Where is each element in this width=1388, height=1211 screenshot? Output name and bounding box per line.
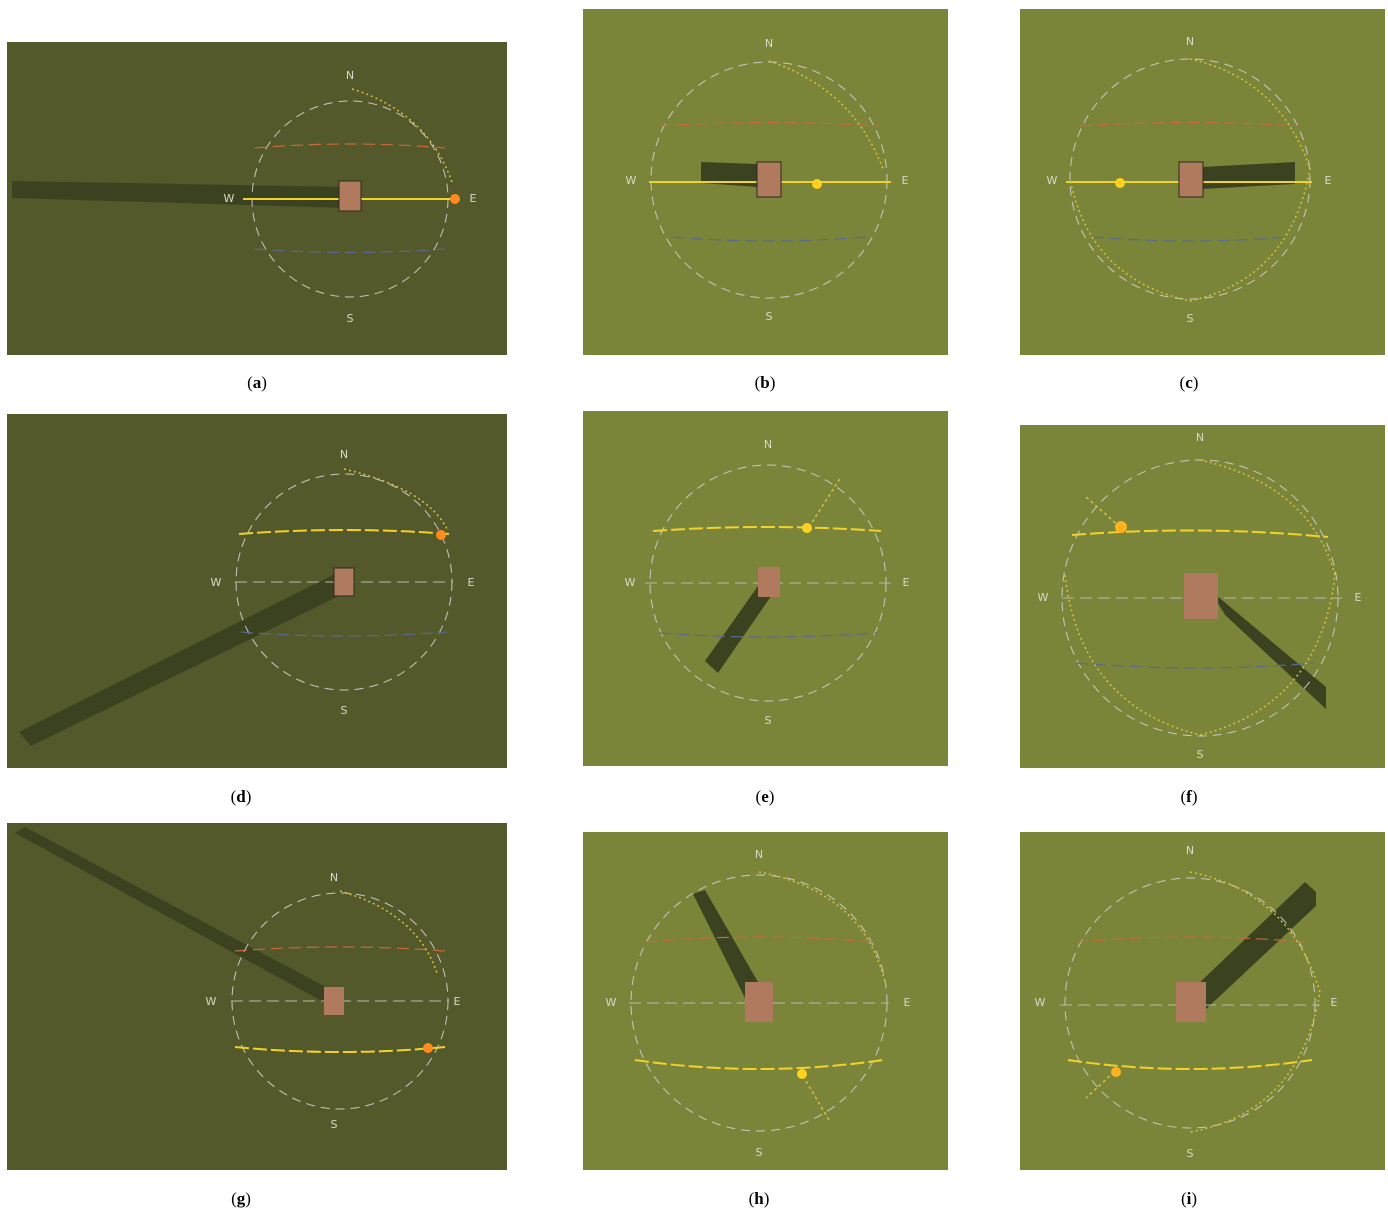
panel-d: N S E W [7, 414, 507, 768]
sun-icon [797, 1069, 807, 1079]
sun-path-diagram-b: N S E W [583, 9, 948, 355]
sun-icon [1111, 1067, 1121, 1077]
building-a [339, 181, 361, 211]
building-c [1179, 162, 1203, 197]
building-h [745, 982, 773, 1022]
building-i [1176, 982, 1206, 1022]
sun-icon [1115, 178, 1125, 188]
compass-s-c: S [1187, 312, 1194, 325]
panel-f: N S E W [1020, 425, 1385, 768]
caption-a: (a) [207, 373, 307, 393]
compass-s-f: S [1197, 748, 1204, 761]
compass-s-e: S [765, 714, 772, 727]
compass-e-g: E [454, 995, 461, 1008]
compass-w-g: W [206, 995, 217, 1008]
sun-icon [1115, 521, 1127, 533]
compass-s-d: S [341, 704, 348, 717]
compass-w-f: W [1038, 591, 1049, 604]
compass-n-h: N [755, 848, 763, 861]
compass-n-c: N [1186, 35, 1194, 48]
caption-e: (e) [715, 787, 815, 807]
compass-e-e: E [903, 576, 910, 589]
sun-path-diagram-c: N S E W [1020, 9, 1385, 355]
caption-g: (g) [191, 1189, 291, 1209]
panel-g: N S E W [7, 823, 507, 1170]
caption-h: (h) [709, 1189, 809, 1209]
building-d [334, 568, 354, 596]
building-g [324, 987, 344, 1015]
panel-a: N S E W [7, 42, 507, 355]
sun-path-diagram-d: N S E W [7, 414, 507, 768]
compass-s-h: S [756, 1146, 763, 1159]
caption-d: (d) [191, 787, 291, 807]
compass-w-c: W [1047, 174, 1058, 187]
compass-s-a: S [347, 312, 354, 325]
compass-n-b: N [765, 37, 773, 50]
compass-e-a: E [470, 192, 477, 205]
compass-n-e: N [764, 438, 772, 451]
compass-e-c: E [1325, 174, 1332, 187]
sun-path-diagram-h: N S E W [583, 832, 948, 1170]
compass-w-b: W [626, 174, 637, 187]
sun-path-diagram-i: N S E W [1020, 832, 1385, 1170]
compass-e-d: E [468, 576, 475, 589]
caption-f: (f) [1139, 787, 1239, 807]
sun-icon [436, 530, 446, 540]
panel-h: N S E W [583, 832, 948, 1170]
sun-icon [802, 523, 812, 533]
compass-e-b: E [902, 174, 909, 187]
panel-i: N S E W [1020, 832, 1385, 1170]
compass-n-i: N [1186, 844, 1194, 857]
compass-e-h: E [904, 996, 911, 1009]
compass-n-a: N [346, 69, 354, 82]
compass-w-i: W [1035, 996, 1046, 1009]
compass-n-g: N [330, 871, 338, 884]
compass-w-h: W [606, 996, 617, 1009]
compass-w-a: W [224, 192, 235, 205]
caption-i: (i) [1139, 1189, 1239, 1209]
building-f [1184, 573, 1218, 619]
compass-s-g: S [331, 1118, 338, 1131]
shadow-b [701, 162, 758, 187]
building-e [758, 567, 780, 597]
sun-path-diagram-a: N S E W [7, 42, 507, 355]
sun-icon [423, 1043, 433, 1053]
sun-icon [450, 194, 460, 204]
compass-s-b: S [766, 310, 773, 323]
ground-g [7, 823, 507, 1170]
sun-path-diagram-f: N S E W [1020, 425, 1385, 768]
compass-n-d: N [340, 448, 348, 461]
sun-path-diagram-e: N S E W [583, 411, 948, 766]
sun-icon [812, 179, 822, 189]
compass-e-i: E [1331, 996, 1338, 1009]
sun-path-diagram-g: N S E W [7, 823, 507, 1170]
caption-b: (b) [715, 373, 815, 393]
compass-w-d: W [211, 576, 222, 589]
panel-c: N S E W [1020, 9, 1385, 355]
building-b [757, 162, 781, 197]
compass-s-i: S [1187, 1147, 1194, 1160]
compass-e-f: E [1355, 591, 1362, 604]
compass-n-f: N [1196, 431, 1204, 444]
caption-c: (c) [1139, 373, 1239, 393]
panel-b: N S E W [583, 9, 948, 355]
panel-e: N S E W [583, 411, 948, 766]
compass-w-e: W [625, 576, 636, 589]
